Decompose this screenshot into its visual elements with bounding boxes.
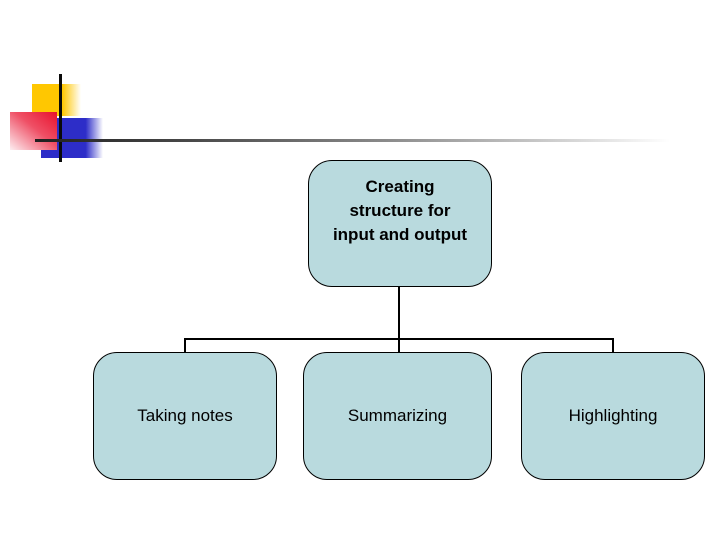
node-root-line-2: structure for	[349, 201, 451, 220]
node-label: Highlighting	[568, 406, 658, 425]
node-highlighting: Highlighting	[521, 352, 705, 480]
node-label: Summarizing	[347, 406, 448, 425]
node-root-line-1: Creating	[365, 177, 435, 196]
connector-drop-left	[184, 338, 186, 352]
decor-red-square	[10, 112, 57, 150]
connector-root-stem	[398, 287, 400, 352]
node-summarizing: Summarizing	[303, 352, 492, 480]
node-label: Taking notes	[137, 406, 233, 425]
connector-drop-right	[612, 338, 614, 352]
node-root-line-3: input and output	[332, 225, 468, 244]
node-taking-notes: Taking notes	[93, 352, 277, 480]
connector-horizontal	[184, 338, 614, 340]
decor-yellow-square	[32, 84, 81, 116]
node-root: Creating structure for input and output	[308, 160, 492, 287]
decor-vertical-line	[59, 74, 62, 162]
decor-horizontal-rule	[35, 139, 670, 142]
